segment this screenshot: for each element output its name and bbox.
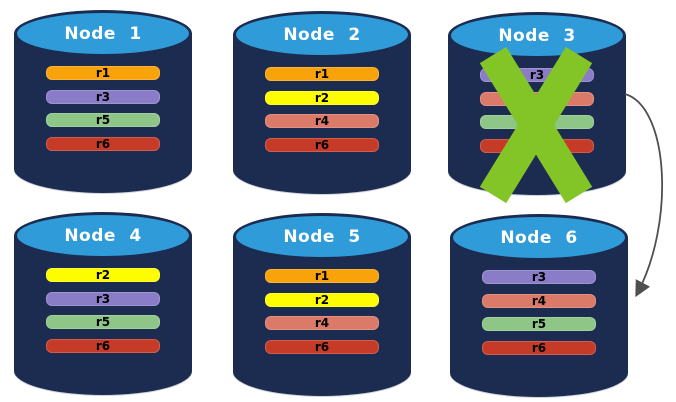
replica-label: r6 — [95, 338, 111, 353]
node-3: Node 3 r3 r4 r5 r6 — [448, 12, 626, 204]
replica-label: r1 — [314, 67, 330, 81]
replica-bar-r2: r2 — [265, 292, 379, 307]
replica-label: r5 — [95, 113, 111, 127]
replica-bar-r4: r4 — [482, 293, 596, 308]
replica-bar-r5: r5 — [46, 315, 160, 329]
replica-bar-r3: r3 — [46, 291, 160, 306]
replica-label: r2 — [95, 268, 111, 282]
replica-label: r5 — [95, 315, 111, 329]
replica-bar-r6: r6 — [265, 339, 379, 354]
node-6: Node 6 r3 r4 r5 r6 — [450, 214, 628, 397]
replica-label: r1 — [95, 66, 111, 80]
node-2-cylinder-top: Node 2 — [233, 11, 411, 58]
node-4-cylinder-top: Node 4 — [14, 212, 192, 259]
replica-bar-r3: r3 — [482, 270, 596, 284]
replica-label: r2 — [314, 90, 330, 105]
node-4-title: Node 4 — [64, 225, 142, 246]
replica-bar-r5: r5 — [46, 113, 160, 127]
replica-label: r6 — [314, 137, 330, 152]
replica-bar-r1: r1 — [265, 67, 379, 81]
replica-bar-r2: r2 — [265, 90, 379, 105]
replica-label: r3 — [95, 291, 111, 306]
node-5-title: Node 5 — [283, 226, 361, 247]
replica-label: r6 — [531, 340, 547, 355]
replica-bar-r1: r1 — [265, 269, 379, 283]
replica-label: r2 — [314, 292, 330, 307]
node-1-cylinder-top: Node 1 — [14, 10, 192, 57]
node-6-title: Node 6 — [500, 227, 578, 248]
node-3-title: Node 3 — [498, 25, 576, 46]
node-1-replica-list: r1 r3 r5 r6 — [46, 66, 160, 151]
replica-bar-r3: r3 — [46, 89, 160, 104]
replica-label: r6 — [95, 136, 111, 151]
replica-label: r3 — [95, 89, 111, 104]
replica-label: r3 — [531, 270, 547, 284]
node-5-cylinder-top: Node 5 — [233, 213, 411, 260]
node-5-replica-list: r1 r2 r4 r6 — [265, 269, 379, 354]
node-5: Node 5 r1 r2 r4 r6 — [233, 213, 411, 396]
replica-bar-r4: r4 — [265, 316, 379, 330]
node-6-cylinder-top: Node 6 — [450, 214, 628, 261]
replica-bar-r1: r1 — [46, 66, 160, 80]
replica-bar-r4: r4 — [265, 114, 379, 128]
replica-bar-r6: r6 — [265, 137, 379, 152]
replica-bar-r6: r6 — [46, 338, 160, 353]
replica-label: r3 — [529, 68, 545, 82]
node-3-cylinder-top: Node 3 — [448, 12, 626, 59]
replica-bar-r2: r2 — [46, 268, 160, 282]
replica-label: r4 — [531, 293, 547, 308]
replica-label: r4 — [314, 316, 330, 330]
node-2-title: Node 2 — [283, 24, 361, 45]
replica-bar-r6: r6 — [46, 136, 160, 151]
node-1-title: Node 1 — [64, 23, 142, 44]
replica-bar-r5: r5 — [482, 317, 596, 331]
node-4-replica-list: r2 r3 r5 r6 — [46, 268, 160, 353]
node-2: Node 2 r1 r2 r4 r6 — [233, 11, 411, 194]
failure-x-icon — [479, 46, 593, 204]
replica-label: r5 — [531, 317, 547, 331]
replica-label: r4 — [314, 114, 330, 128]
node-1: Node 1 r1 r3 r5 r6 — [14, 10, 192, 193]
node-2-replica-list: r1 r2 r4 r6 — [265, 67, 379, 152]
replica-bar-r6: r6 — [482, 340, 596, 355]
node-6-replica-list: r3 r4 r5 r6 — [482, 270, 596, 355]
replica-label: r6 — [314, 339, 330, 354]
node-4: Node 4 r2 r3 r5 r6 — [14, 212, 192, 395]
replica-label: r1 — [314, 269, 330, 283]
